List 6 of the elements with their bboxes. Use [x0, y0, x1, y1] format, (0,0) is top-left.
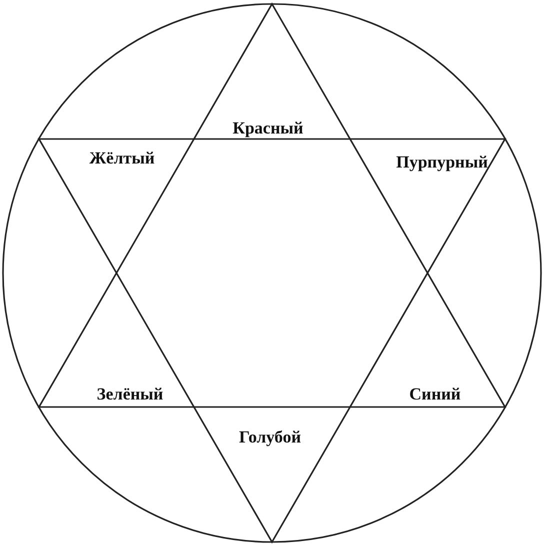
- color-name-label: Синий: [409, 386, 461, 402]
- color-name-label: Зелёный: [96, 386, 164, 402]
- color-name-label: Пурпурный: [396, 154, 488, 170]
- color-name-label: Голубой: [239, 428, 301, 446]
- color-name-label: Красный: [232, 120, 304, 136]
- color-name-label: Жёлтый: [89, 150, 155, 166]
